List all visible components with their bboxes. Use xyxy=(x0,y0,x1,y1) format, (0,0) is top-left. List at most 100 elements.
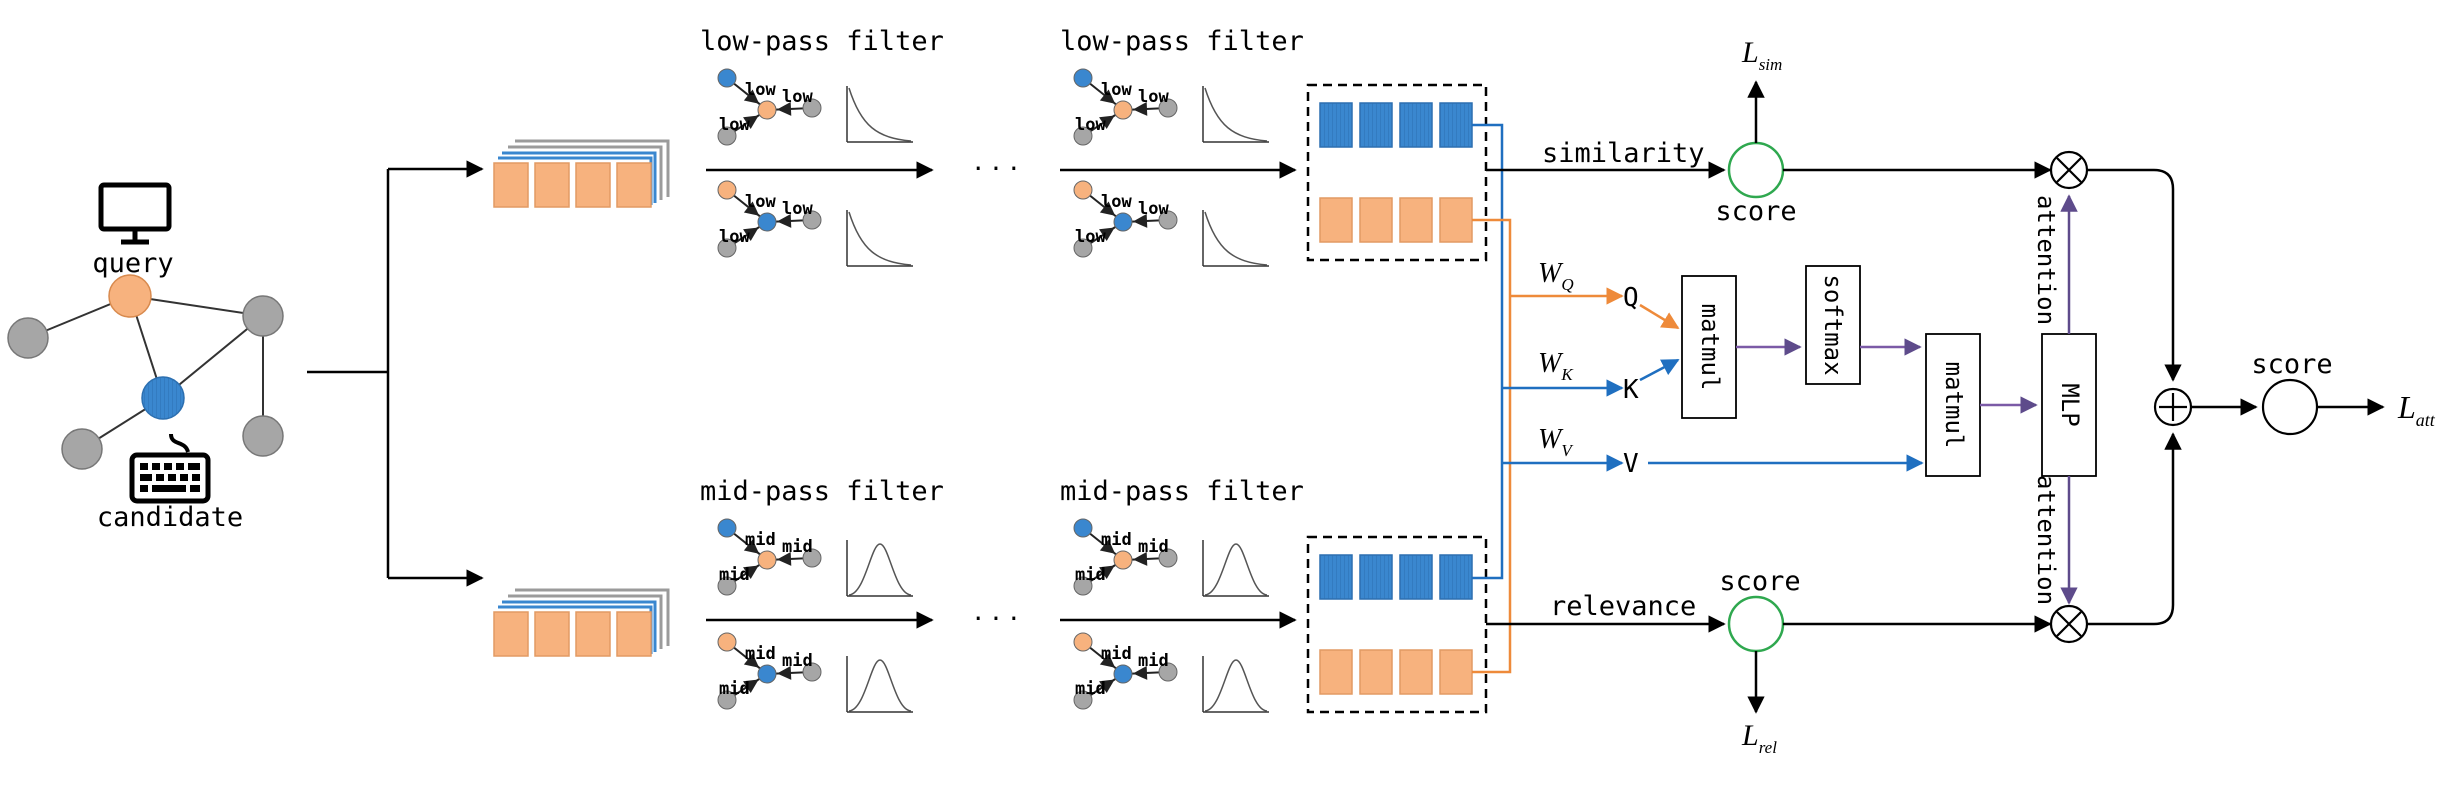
mini-edge-label: mid xyxy=(719,679,750,699)
query-label: query xyxy=(92,248,173,279)
candidate-node xyxy=(141,376,185,420)
final-score-label: score xyxy=(2251,349,2332,380)
softmax-label: softmax xyxy=(1819,274,1847,375)
mini-edge-label: mid xyxy=(1138,651,1169,671)
mid-embedding-group xyxy=(1306,535,1488,714)
mini-node xyxy=(757,550,777,570)
v-label: V xyxy=(1623,449,1639,479)
low-embedding-group xyxy=(1306,83,1488,262)
mini-edge-label: mid xyxy=(1138,537,1169,557)
qkv-arrows xyxy=(1502,287,1924,472)
similarity-score-label: score xyxy=(1715,196,1796,227)
mini-node xyxy=(1158,98,1178,118)
mini-node xyxy=(802,662,822,682)
mini-node xyxy=(1113,550,1133,570)
mini-node xyxy=(1158,210,1178,230)
mini-edge-label: mid xyxy=(1101,530,1132,550)
stacked-embeddings-low xyxy=(493,139,670,208)
mini-node xyxy=(1113,664,1133,684)
loss-sim: Lsim xyxy=(1741,36,1782,74)
mini-node xyxy=(717,632,737,652)
stacked-embeddings-mid xyxy=(493,588,670,657)
filter-response-plot xyxy=(846,86,913,143)
mini-node xyxy=(717,518,737,538)
mini-edge-label: mid xyxy=(1075,679,1106,699)
candidate-label: candidate xyxy=(97,502,243,533)
graph-node-gray xyxy=(61,428,103,470)
ellipsis-top: · · · xyxy=(974,152,1019,185)
add-node xyxy=(2153,387,2193,427)
filter-response-plot xyxy=(846,656,913,713)
mini-edge-label: low xyxy=(782,87,813,107)
q-label: Q xyxy=(1623,283,1639,313)
wv-label: WV xyxy=(1538,424,1574,460)
filter-response-plot xyxy=(1202,656,1269,713)
wk-label: WK xyxy=(1538,348,1574,384)
mini-edge-label: low xyxy=(782,199,813,219)
mini-edge-label: low xyxy=(1075,115,1106,135)
filter-response-plot xyxy=(1202,86,1269,143)
mini-node xyxy=(1113,100,1133,120)
matmul-box-1 xyxy=(1681,275,1737,419)
graph-node-gray xyxy=(242,415,284,457)
mini-node xyxy=(1073,632,1093,652)
similarity-label: similarity xyxy=(1542,138,1705,169)
k-label: K xyxy=(1623,375,1639,405)
mini-node xyxy=(1158,548,1178,568)
loss-att: Latt xyxy=(2397,389,2436,430)
attention-blocks xyxy=(1681,265,2097,477)
similarity-path: similarity score Lsim xyxy=(1486,36,2052,227)
mini-node xyxy=(1073,126,1093,146)
keyboard-icon xyxy=(129,433,211,504)
similarity-score-node xyxy=(1727,141,1785,199)
matmul-label-1: matmul xyxy=(1696,304,1724,391)
mini-node xyxy=(802,98,822,118)
graph-node-gray xyxy=(242,295,284,337)
filter-response-plot xyxy=(1202,540,1269,597)
mini-node xyxy=(1073,518,1093,538)
matmul-label-2: matmul xyxy=(1940,362,1968,449)
embedding-bus-lines xyxy=(1472,123,1512,674)
mini-node xyxy=(717,690,737,710)
combine-arrows xyxy=(2087,168,2385,626)
mini-node xyxy=(1073,180,1093,200)
mini-edge-label: low xyxy=(745,80,776,100)
mini-edge-label: low xyxy=(1138,87,1169,107)
mini-edge-label: mid xyxy=(745,530,776,550)
mini-node xyxy=(802,548,822,568)
softmax-box xyxy=(1805,265,1861,385)
mini-node xyxy=(1073,238,1093,258)
mini-node xyxy=(1073,68,1093,88)
mini-node xyxy=(1073,690,1093,710)
loss-rel: Lrel xyxy=(1741,719,1777,757)
graph-node-gray xyxy=(7,317,49,359)
mini-edge-label: low xyxy=(719,227,750,247)
mini-node xyxy=(717,576,737,596)
filter-response-plot xyxy=(846,540,913,597)
mini-node xyxy=(717,126,737,146)
monitor-icon xyxy=(98,182,172,245)
low-pass-filter-title-2: low-pass filter xyxy=(1060,26,1304,57)
mini-edge-label: low xyxy=(1075,227,1106,247)
attention-flow-arrows xyxy=(1736,194,2078,605)
multiply-node-bottom xyxy=(2049,604,2089,644)
ellipsis-bottom: · · · xyxy=(974,602,1019,635)
mini-edge-label: low xyxy=(1101,80,1132,100)
mini-node xyxy=(757,212,777,232)
mini-edge-label: mid xyxy=(1075,565,1106,585)
attention-label-bottom: attention xyxy=(2032,475,2060,605)
relevance-path: relevance score Lrel xyxy=(1486,566,2052,757)
mini-edge-label: mid xyxy=(1101,644,1132,664)
relevance-score-label: score xyxy=(1719,566,1800,597)
relevance-label: relevance xyxy=(1550,591,1696,622)
